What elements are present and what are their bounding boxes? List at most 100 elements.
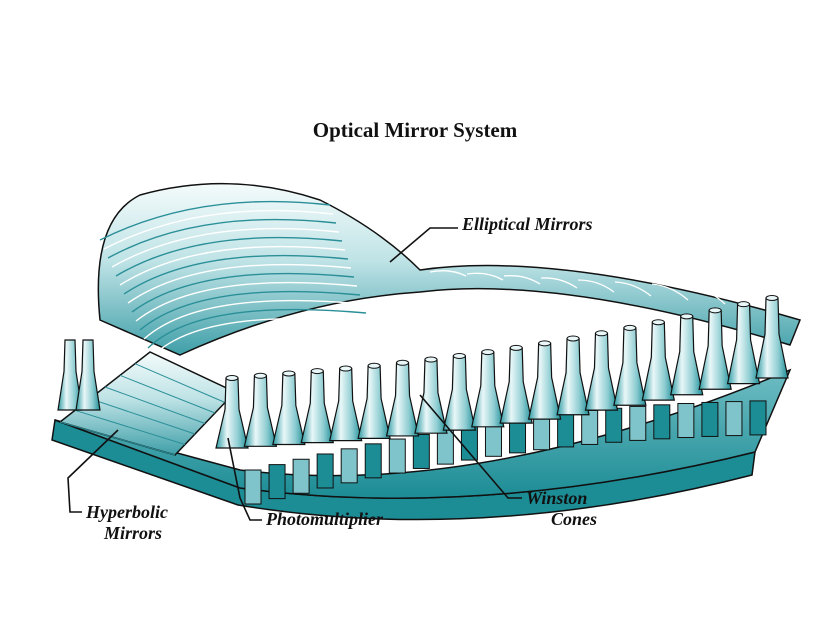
winston-cone [243, 372, 278, 447]
elliptical-mirror-band [614, 281, 652, 297]
winston-cone-body [385, 362, 420, 437]
leader-elliptical [389, 227, 458, 263]
winston-cone [328, 365, 363, 442]
winston-cone [527, 340, 562, 420]
photomultiplier-tube-cap [509, 344, 523, 351]
elliptical-mirror-band [111, 227, 340, 268]
elliptical-mirror-band [103, 209, 334, 250]
winston-cone-body [669, 315, 704, 396]
photomultiplier-tube-cap [566, 335, 580, 342]
photomultiplier-tube-cap [367, 362, 381, 369]
photomultiplier-tube-cap [481, 349, 495, 356]
elliptical-mirror-band [107, 218, 337, 259]
photomultiplier-tube-cap [538, 340, 552, 347]
photomultiplier-tube-cap [253, 372, 267, 379]
elliptical-mirror-band [762, 289, 800, 313]
base-facet [316, 453, 334, 489]
winston-cone [755, 295, 789, 379]
base-facet [605, 407, 623, 443]
hyperbolic-mirror-segment [89, 398, 196, 435]
leader-hyperbolic [67, 429, 119, 513]
elliptical-mirror-band [725, 287, 763, 309]
photomultiplier-tube-cap [282, 370, 296, 377]
label-winston: Winston [526, 488, 588, 508]
elliptical-mirror-band [577, 279, 615, 293]
base-facet [436, 429, 454, 465]
detector-base-top [54, 368, 792, 499]
base-facet [364, 443, 382, 479]
winston-cone-body [442, 355, 477, 431]
photomultiplier-tube-cap [680, 313, 694, 320]
leader-photomultiplier [227, 437, 262, 521]
winston-cone [584, 330, 619, 411]
winston-cone [272, 370, 306, 446]
photomultiplier-tube-cap [594, 330, 608, 337]
hyperbolic-mirror-segment [74, 409, 186, 445]
label-elliptical-mirrors: Elliptical Mirrors [462, 214, 593, 234]
winston-cone-body [613, 327, 647, 406]
photomultiplier-tube-cap [424, 356, 438, 363]
base-facet [653, 404, 671, 440]
winston-cone [471, 349, 505, 428]
winston-cone [499, 344, 533, 424]
winston-cone-body [499, 347, 533, 424]
elliptical-mirror-band [151, 317, 370, 358]
elliptical-mirror-band [135, 281, 358, 322]
base-facet [509, 418, 527, 454]
elliptical-mirror-band [123, 254, 349, 295]
elliptical-mirror-vault [97, 182, 802, 356]
base-facet [725, 401, 743, 437]
label-photomultiplier: Photomultiplier [266, 509, 384, 529]
elliptical-mirror-band [143, 299, 364, 340]
winston-cone-body [556, 337, 590, 416]
hyperbolic-mirror-segment [59, 421, 176, 456]
winston-cone-body [527, 342, 562, 420]
winston-cone-body [584, 332, 619, 411]
base-facet [484, 421, 502, 457]
winston-cone [357, 362, 391, 440]
photomultiplier-tube-cap [737, 301, 751, 308]
base-facet [677, 403, 695, 439]
photomultiplier-tube-cap [623, 324, 637, 331]
elliptical-mirror-band [429, 270, 467, 277]
winston-cone [556, 335, 590, 416]
base-facet [412, 433, 430, 469]
base-facet [460, 425, 478, 461]
winston-cone [669, 313, 704, 396]
elliptical-mirror-band [115, 236, 343, 277]
winston-cone [215, 375, 249, 449]
winston-cone [385, 359, 420, 437]
photomultiplier-tube-cap [651, 319, 665, 326]
winston-cone [641, 319, 676, 401]
winston-cone-body [243, 375, 278, 447]
hyperbolic-mirror-segment [134, 363, 226, 403]
elliptical-mirror-band [119, 245, 346, 286]
elliptical-mirror-band [147, 308, 367, 349]
base-facet [533, 415, 551, 451]
elliptical-mirror-band [540, 277, 578, 289]
winston-cone-body [641, 321, 676, 401]
photomultiplier-tube-cap [452, 352, 466, 359]
hyperbolic-mirror-segment [119, 374, 216, 414]
elliptical-mirror-band [651, 283, 689, 301]
base-facet [388, 438, 406, 474]
base-facet [244, 469, 262, 505]
elliptical-mirror-band [99, 200, 331, 241]
elliptical-mirror-band [503, 275, 541, 285]
base-facet [701, 401, 719, 437]
base-facet [629, 405, 647, 441]
diagram-title: Optical Mirror System [312, 118, 518, 142]
winston-cone-body [357, 365, 391, 440]
leader-winston [419, 394, 522, 499]
elliptical-mirror-band [688, 285, 726, 305]
winston-cone-body [471, 351, 505, 428]
base-facet [749, 400, 767, 436]
photomultiplier-tube-cap [396, 359, 410, 366]
winston-cone-body [328, 367, 363, 442]
winston-cone [698, 307, 732, 390]
winston-cone-body [75, 339, 101, 411]
winston-cone-body [300, 370, 335, 444]
base-facet [268, 464, 286, 500]
winston-cone [613, 324, 647, 406]
